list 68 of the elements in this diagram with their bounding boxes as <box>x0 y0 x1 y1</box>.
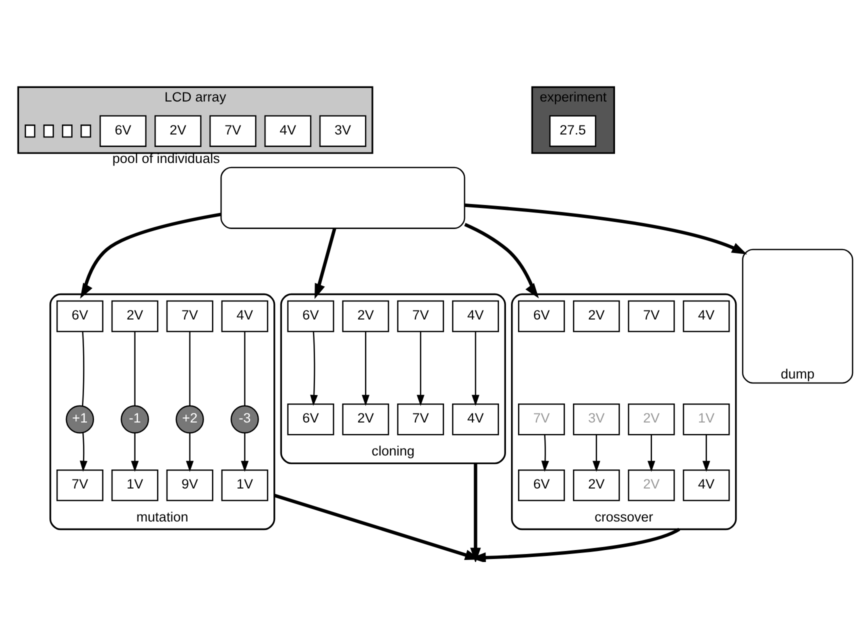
arrow <box>131 432 139 472</box>
node-box: 4V <box>682 469 730 502</box>
arrow <box>470 528 680 562</box>
node-box: 2V <box>342 404 390 436</box>
node-box: 1V <box>682 404 730 436</box>
node-circle: -3 <box>230 405 259 434</box>
node-box: 2V <box>572 469 620 502</box>
connector <box>244 332 246 406</box>
connector <box>134 332 136 406</box>
node-box <box>43 124 54 138</box>
arrow <box>274 494 481 562</box>
arrow <box>80 212 222 299</box>
node-box: 2V <box>572 300 620 332</box>
arrow <box>362 332 370 406</box>
node-box: 27.5 <box>549 115 596 147</box>
node-box: 7V <box>209 115 256 147</box>
node-box: 6V <box>518 300 565 332</box>
node-box: 4V <box>221 300 268 332</box>
node-box: 4V <box>682 300 730 332</box>
node-box: 6V <box>287 404 334 436</box>
arrow <box>541 434 550 472</box>
arrow <box>464 222 539 298</box>
node-box: 6V <box>287 300 334 332</box>
node-box: 2V <box>342 300 390 332</box>
node-box: 7V <box>397 404 444 436</box>
arrow <box>464 463 486 562</box>
arrow <box>310 332 318 406</box>
node-box: 6V <box>56 300 104 332</box>
node-box: 2V <box>154 115 202 147</box>
arrow <box>472 332 480 406</box>
node-circle: +2 <box>176 405 204 434</box>
node-box <box>80 124 92 138</box>
node-box: 7V <box>628 300 675 332</box>
node-box: 4V <box>264 115 312 147</box>
connector <box>189 332 190 406</box>
node-box: 2V <box>628 404 675 436</box>
arrow <box>648 434 656 472</box>
node-box: 4V <box>452 404 499 436</box>
node-box: 7V <box>166 300 214 332</box>
arrow <box>240 432 249 472</box>
node-box: 6V <box>100 115 146 147</box>
node-box: 7V <box>56 469 104 502</box>
node-circle: +1 <box>66 405 94 434</box>
node-box: 2V <box>111 300 158 332</box>
node-box: 7V <box>397 300 444 332</box>
node-circle: -1 <box>120 405 150 434</box>
node-box: 7V <box>518 404 565 436</box>
arrow <box>80 432 88 472</box>
arrow <box>464 204 748 254</box>
node-box: 3V <box>572 404 620 436</box>
node-label: pool of individuals <box>112 151 220 166</box>
arrow <box>416 332 424 406</box>
arrow <box>314 228 336 300</box>
node-box <box>62 124 72 138</box>
node-box: 1V <box>111 469 158 502</box>
node-box <box>24 124 36 138</box>
arrow <box>186 432 194 472</box>
node-box: 3V <box>319 115 366 147</box>
node-box: 2V <box>628 469 675 502</box>
node-box: dump <box>742 248 854 384</box>
node-box: 1V <box>221 469 268 502</box>
arrow <box>592 434 600 472</box>
node-box: 6V <box>518 469 565 502</box>
connector <box>82 332 84 406</box>
node-box: 4V <box>452 300 499 332</box>
arrow <box>702 434 710 472</box>
node-box: 9V <box>166 469 214 502</box>
node-box <box>220 166 466 229</box>
